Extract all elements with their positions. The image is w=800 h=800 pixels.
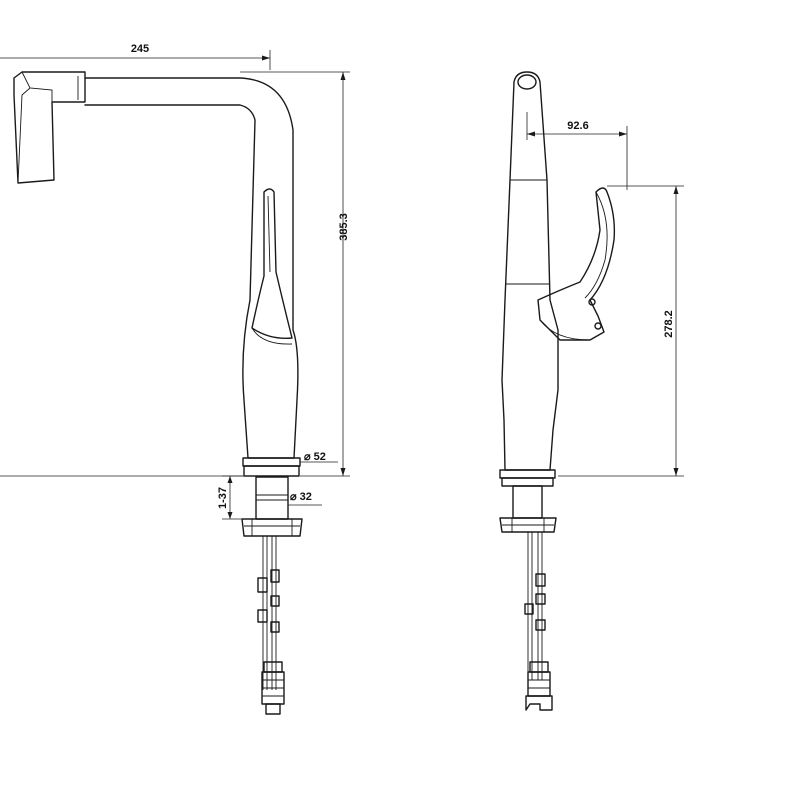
dim-label-spout-reach: 245 — [131, 43, 149, 55]
side-hose-connector — [525, 661, 553, 711]
side-supply-hoses — [524, 532, 546, 680]
dim-handle-offset: 92.6 — [526, 112, 628, 190]
dim-label-handle-offset: 92.6 — [567, 120, 588, 132]
spout-body — [84, 77, 299, 459]
dim-shank-diameter: ⌀ 32 — [288, 491, 322, 506]
dim-label-spout-height: 278.2 — [663, 310, 675, 338]
mounting-nut — [241, 518, 303, 537]
hose-connector — [261, 661, 285, 715]
dim-spout-reach: 245 — [0, 43, 271, 70]
front-view: 245 385.3 ⌀ 52 ⌀ 32 — [0, 43, 350, 715]
dim-label-base-diameter: ⌀ 52 — [304, 451, 326, 463]
shank — [255, 476, 289, 520]
side-column — [501, 71, 559, 471]
dim-base-diameter: ⌀ 52 — [300, 451, 338, 463]
dim-deck-thickness: 1-37 — [217, 475, 256, 520]
dim-total-height: 385.3 — [240, 71, 350, 477]
side-view: 92.6 278.2 — [499, 71, 684, 711]
base-ring — [242, 457, 301, 467]
dim-spout-height: 278.2 — [558, 185, 684, 477]
lever-handle — [251, 188, 293, 339]
dim-label-shank-diameter: ⌀ 32 — [290, 491, 312, 503]
spout-head — [13, 71, 86, 184]
supply-hoses — [257, 536, 280, 690]
dim-label-deck-thickness: 1-37 — [217, 487, 229, 509]
side-lever-handle — [537, 187, 616, 341]
dim-label-total-height: 385.3 — [338, 213, 350, 241]
